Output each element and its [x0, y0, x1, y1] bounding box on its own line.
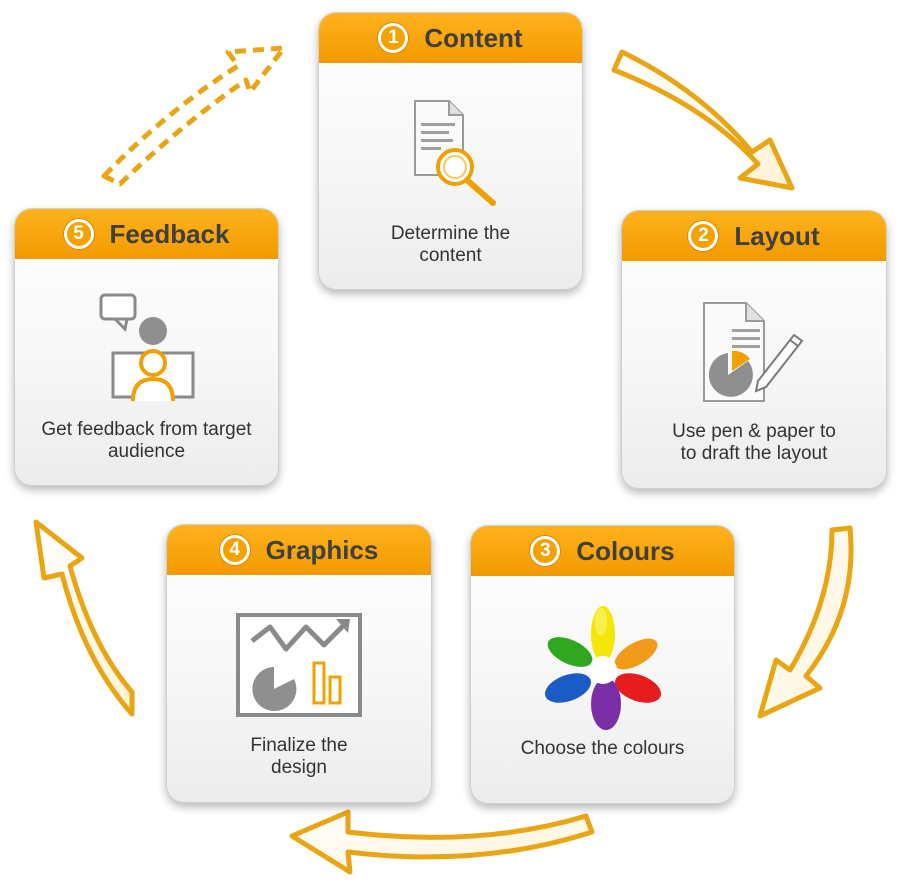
- step-number-badge: 1: [378, 23, 409, 53]
- step-header: 1 Content: [319, 13, 582, 63]
- step-header: 4 Graphics: [167, 525, 431, 575]
- step-number-badge: 3: [530, 536, 561, 566]
- step-number-badge: 2: [688, 221, 719, 251]
- step-header: 5 Feedback: [15, 209, 278, 259]
- arrow-content-to-layout: [611, 49, 795, 191]
- paper-pencil-icon: [622, 297, 886, 407]
- step-title: Graphics: [265, 534, 379, 565]
- step-card-feedback: 5 Feedback Get feedback from target audi…: [14, 208, 279, 486]
- arrow-feedback-to-content: [101, 45, 287, 187]
- arrow-graphics-to-feedback: [33, 519, 135, 717]
- audience-feedback-icon: [15, 291, 278, 407]
- step-header: 3 Colours: [471, 526, 734, 576]
- step-card-content: 1 Content Determine the content: [318, 12, 583, 290]
- step-title: Feedback: [109, 218, 230, 249]
- arrow-colours-to-graphics: [289, 809, 595, 875]
- step-card-layout: 2 Layout Use pen & paper to to draft the…: [621, 210, 887, 489]
- step-description: Get feedback from target audience: [41, 419, 252, 462]
- step-number-badge: 5: [63, 219, 94, 249]
- step-title: Content: [424, 22, 523, 53]
- step-description: Finalize the design: [250, 735, 348, 778]
- arrow-layout-to-colours: [757, 525, 854, 719]
- step-card-colours: 3 Colours Choose the colours: [470, 525, 735, 804]
- step-title: Colours: [576, 535, 675, 566]
- paint-splash-icon: [471, 606, 734, 732]
- step-card-graphics: 4 Graphics Finalize the design: [166, 524, 432, 803]
- step-number-badge: 4: [219, 535, 250, 565]
- step-title: Layout: [734, 220, 820, 251]
- chart-board-icon: [167, 611, 431, 721]
- step-description: Determine the content: [390, 223, 511, 266]
- step-header: 2 Layout: [622, 211, 886, 261]
- step-description: Use pen & paper to to draft the layout: [672, 421, 836, 464]
- step-description: Choose the colours: [520, 738, 685, 759]
- document-search-icon: [319, 97, 582, 207]
